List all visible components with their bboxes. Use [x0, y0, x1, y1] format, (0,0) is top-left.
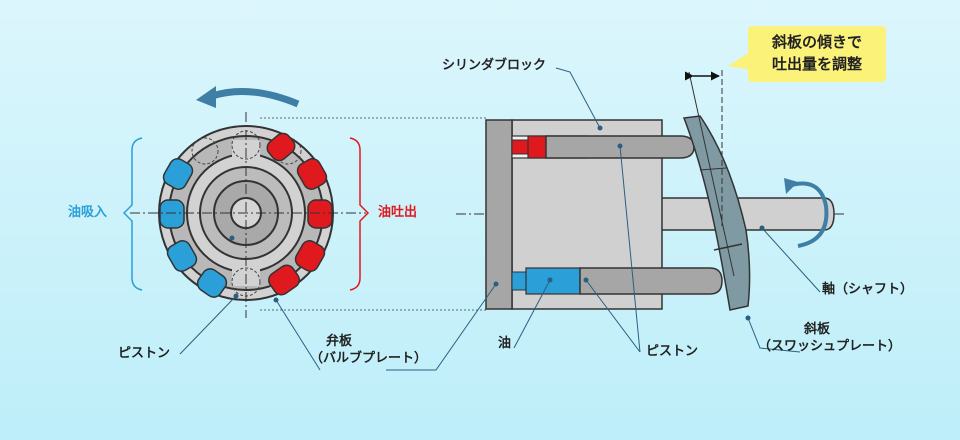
- discharge-label: 油吐出: [378, 205, 418, 220]
- shaft-rotation-arrow: [784, 178, 829, 248]
- callout-line1: 斜板の傾きで: [771, 33, 862, 51]
- tilt-adjust-callout: 斜板の傾きで 吐出量を調整: [748, 26, 886, 82]
- swashplate-label-line1: 斜板: [804, 322, 831, 337]
- piston-lower: [579, 267, 723, 295]
- suction-label: 油吸入: [68, 205, 108, 220]
- callout-line2: 吐出量を調整: [771, 55, 862, 73]
- discharge-pistons: [266, 132, 333, 296]
- oil-upper: [511, 139, 529, 155]
- swash-plate: [682, 115, 751, 311]
- oil-label: 油: [498, 336, 512, 351]
- valve-plate-label-line1: 弁板: [326, 334, 353, 349]
- leader-dots: [229, 125, 765, 321]
- piston-label-right: ピストン: [646, 344, 699, 359]
- valve-plate-label-line2: （バルブプレート）: [310, 351, 428, 366]
- oil-lower: [511, 271, 527, 291]
- shaft: [659, 197, 835, 231]
- piston-upper-head: [527, 135, 547, 159]
- piston-label-left: ピストン: [118, 346, 171, 361]
- swashplate-label-line2: （スワッシュプレート）: [758, 339, 902, 354]
- rotation-arrow: [196, 86, 300, 108]
- suction-bracket: [122, 137, 143, 291]
- valve-plate-side: [485, 119, 513, 310]
- suction-pistons: [159, 158, 228, 298]
- shaft-label: 軸（シャフト）: [822, 282, 914, 297]
- callout-pointer: [728, 52, 752, 70]
- swash-tilt-line: [688, 71, 735, 277]
- cylinder-block-label: シリンダブロック: [442, 58, 547, 73]
- discharge-bracket: [349, 137, 370, 291]
- leader-lines: [179, 67, 821, 371]
